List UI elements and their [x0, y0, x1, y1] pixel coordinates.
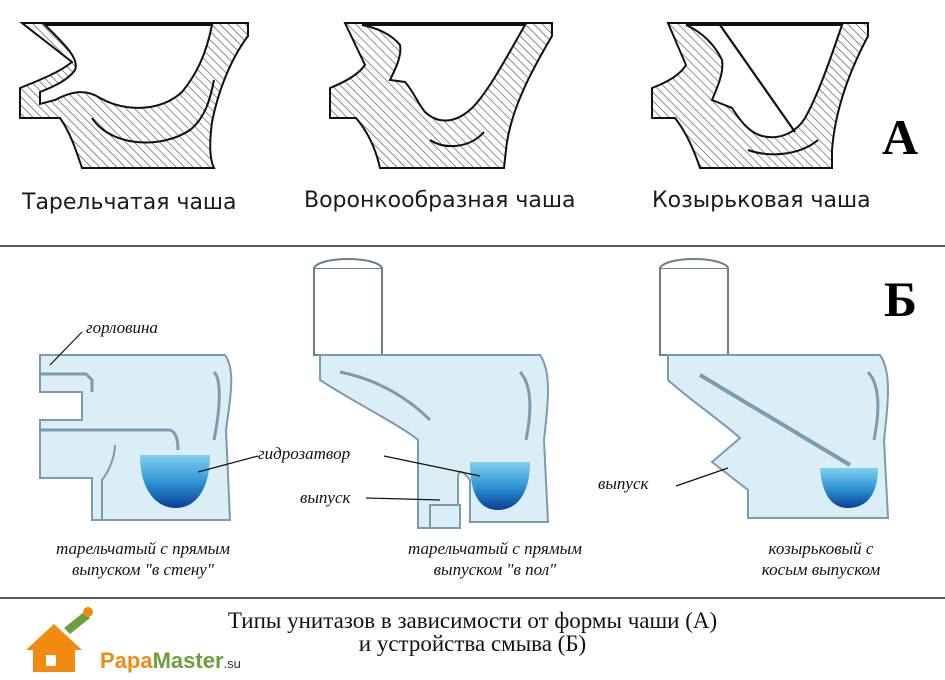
leader-outlet-2: [675, 467, 729, 487]
toilet-wall-outlet: [39, 354, 233, 521]
ledge-bowl-section: [651, 22, 869, 169]
caption-funnel-bowl: Воронкообразная чаша: [304, 188, 576, 213]
caption-oblique-outlet-line1: козырьковый с: [768, 539, 874, 558]
caption-plate-bowl: Тарельчатая чаша: [22, 190, 237, 215]
footer-title-line2: и устройства смыва (Б): [358, 631, 587, 656]
logo-part-master: Master: [152, 648, 224, 673]
plate-bowl-section: [19, 22, 249, 169]
logo-part-papa: Papa: [100, 648, 153, 673]
caption-floor-outlet: тарельчатый с прямым выпуском "в пол": [370, 538, 620, 580]
footer-title-line1: Типы унитазов в зависимости от формы чаш…: [227, 608, 718, 633]
caption-floor-outlet-line1: тарельчатый с прямым: [408, 539, 582, 558]
leader-seal-2: [383, 455, 481, 477]
label-neck: горловина: [86, 318, 158, 337]
logo-suffix: .su: [223, 656, 241, 671]
caption-floor-outlet-line2: выпуском "в пол": [433, 560, 557, 579]
section-letter-b: Б: [884, 271, 918, 327]
toilet-oblique-outlet: [659, 258, 890, 519]
caption-wall-outlet: тарельчатый с прямым выпуском "в стену": [18, 538, 268, 580]
caption-wall-outlet-line1: тарельчатый с прямым: [56, 539, 230, 558]
caption-wall-outlet-line2: выпуском "в стену": [72, 560, 214, 579]
section-letter-a: А: [882, 109, 919, 165]
site-logo[interactable]: PapaMaster.su: [100, 648, 241, 674]
label-outlet-oblique: выпуск: [598, 474, 649, 493]
label-outlet-floor: выпуск: [300, 488, 351, 507]
cistern-tank: [313, 267, 383, 356]
house-logo-icon: [26, 607, 93, 672]
label-water-seal: гидрозатвор: [258, 444, 351, 463]
leader-outlet-1: [365, 497, 441, 501]
caption-ledge-bowl: Козырьковая чаша: [652, 188, 871, 213]
cistern-tank-2: [659, 267, 729, 356]
funnel-bowl-section: [329, 22, 553, 169]
footer-title: Типы унитазов в зависимости от формы чаш…: [100, 609, 845, 655]
caption-oblique-outlet: козырьковый с косым выпуском: [716, 538, 926, 580]
caption-oblique-outlet-line2: косым выпуском: [761, 560, 881, 579]
leader-seal-1: [197, 455, 259, 473]
leader-neck: [49, 331, 83, 366]
